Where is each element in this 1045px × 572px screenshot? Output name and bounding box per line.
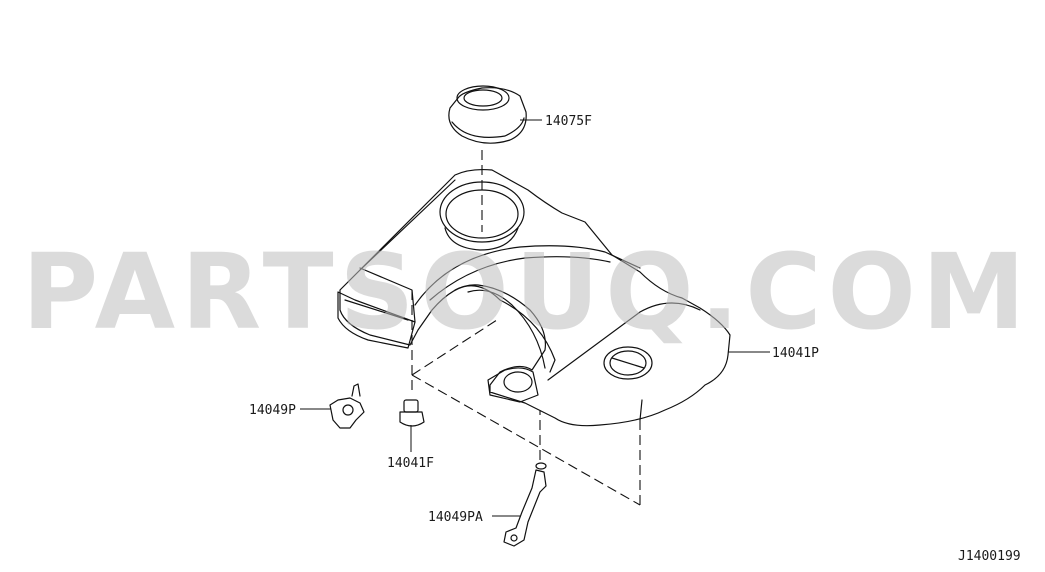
part-label-cap[interactable]: 14075F [545, 114, 592, 129]
assembly-lines [411, 150, 641, 506]
diagram-code: J1400199 [958, 549, 1021, 564]
part-label-bracket-left[interactable]: 14049P [249, 403, 296, 418]
part-label-bracket-lower[interactable]: 14049PA [428, 510, 483, 525]
engine-cover-drawing [337, 168, 731, 427]
watermark-text: PARTSOUQ.COM [22, 231, 1031, 353]
part-label-grommet[interactable]: 14041F [387, 456, 434, 471]
cap-drawing [448, 85, 527, 144]
leader-lines [300, 119, 770, 517]
bracket-left-drawing [329, 383, 365, 429]
part-label-cover[interactable]: 14041P [772, 346, 819, 361]
grommet-drawing [399, 399, 425, 427]
bracket-lower-drawing [503, 462, 547, 547]
